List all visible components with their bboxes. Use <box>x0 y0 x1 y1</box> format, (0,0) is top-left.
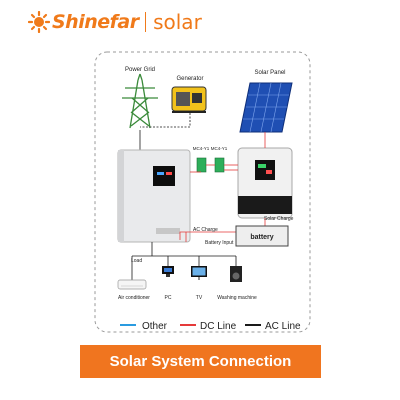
generator-label: Generator <box>176 76 203 82</box>
banner-title: Solar System Connection <box>109 353 292 370</box>
breaker-1-label: MC4-Y1 <box>193 146 210 151</box>
solar-panel-icon <box>239 82 293 133</box>
battery-input-label: Battery Input <box>205 240 234 246</box>
ac-output-lines <box>131 242 237 288</box>
legend: Other DC Line AC Line <box>120 321 301 332</box>
battery-device <box>235 225 289 247</box>
power-grid-label: Power Grid <box>125 67 155 73</box>
breaker-2-label: MC4-Y1 <box>211 146 228 151</box>
sun-logo-icon <box>28 11 50 33</box>
load-tv-label: TV <box>196 295 203 301</box>
air-conditioner-icon <box>117 279 147 290</box>
load-pc-label: PC <box>165 295 172 301</box>
tv-icon <box>191 266 207 280</box>
solar-panel-label: Solar Panel <box>254 70 285 76</box>
title-banner: Solar System Connection <box>80 345 321 378</box>
load-label: Load <box>131 258 142 264</box>
washing-machine-icon <box>230 266 242 282</box>
solar-charge-label: Solar Charge <box>264 216 294 222</box>
load-washing-machine-label: Washing machine <box>217 295 257 301</box>
legend-label-other: Other <box>142 321 168 332</box>
brand-name: Shinefar <box>52 11 139 33</box>
charge-controller-device <box>237 147 293 219</box>
brand-separator <box>144 12 147 32</box>
mc4-connector-right-icon <box>214 157 225 173</box>
diagram-frame <box>94 51 311 333</box>
dc-lines <box>179 132 266 242</box>
legend-label-dc: DC Line <box>200 321 237 332</box>
mc4-connector-left-icon <box>196 157 207 173</box>
brand-product: solar <box>153 10 202 34</box>
inverter-device <box>117 149 191 243</box>
ac-input-lines <box>139 113 191 150</box>
ac-charge-label: AC Charge <box>193 227 218 233</box>
legend-label-ac: AC Line <box>265 321 301 332</box>
battery-label: battery <box>250 234 273 241</box>
brand-logo: Shinefar solar <box>28 8 202 36</box>
power-grid-tower-icon <box>122 73 158 129</box>
pc-icon <box>162 266 174 277</box>
load-air-conditioner-label: Air conditioner <box>118 295 150 301</box>
generator-icon <box>171 86 207 113</box>
